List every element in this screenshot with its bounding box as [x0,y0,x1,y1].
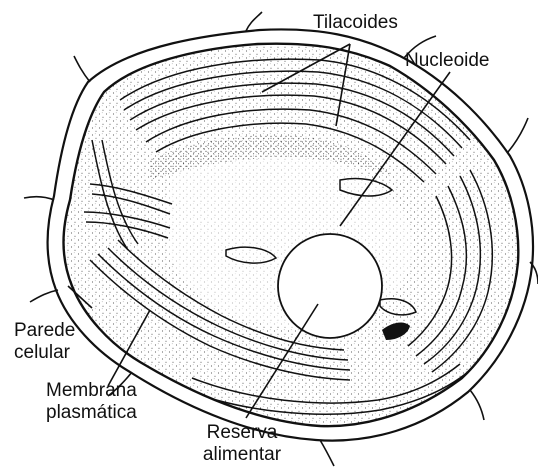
label-membrana-line1: Membrana [46,380,137,402]
food-reserve-granule [278,234,382,338]
label-parede-line2: celular [14,342,75,364]
label-reserva-line2: alimentar [186,444,298,466]
label-membrana-line2: plasmática [46,402,137,424]
label-parede-line1: Parede [14,320,75,342]
label-parede-celular: Parede celular [14,320,75,364]
label-nucleoide: Nucleoide [405,50,490,72]
label-membrana-plasmatica: Membrana plasmática [46,380,137,424]
label-reserva-line1: Reserva [186,422,298,444]
label-tilacoides: Tilacoides [313,12,398,34]
label-reserva-alimentar: Reserva alimentar [186,422,298,466]
